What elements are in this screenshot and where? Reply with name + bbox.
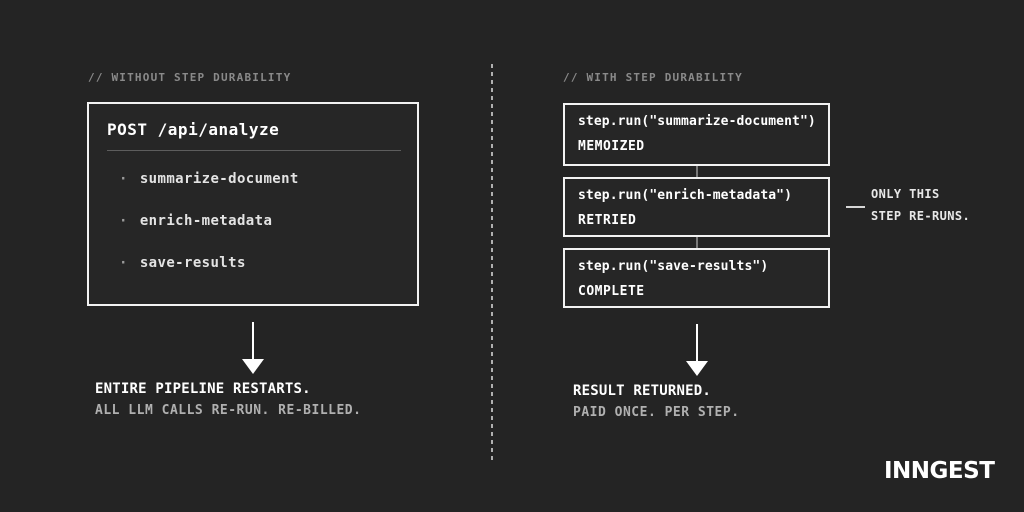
callout-leader-line: [846, 206, 865, 208]
list-item: · save-results: [119, 255, 246, 271]
right-column-header: // WITH STEP DURABILITY: [563, 71, 743, 84]
pipeline-box-divider: [107, 150, 401, 151]
bullet-icon: ·: [119, 255, 128, 271]
bullet-icon: ·: [119, 213, 128, 229]
list-item-label: enrich-metadata: [139, 213, 273, 229]
pipeline-endpoint-title: POST /api/analyze: [107, 120, 280, 139]
left-result-title: ENTIRE PIPELINE RESTARTS.: [95, 381, 311, 397]
center-dotted-divider: [491, 64, 493, 464]
step-box-retried: step.run("enrich-metadata") RETRIED: [563, 177, 830, 237]
step-code: step.run("enrich-metadata"): [578, 188, 793, 203]
list-item-label: summarize-document: [139, 171, 299, 187]
step-status: MEMOIZED: [578, 139, 645, 154]
list-item-label: save-results: [139, 255, 246, 271]
step-status: RETRIED: [578, 213, 637, 228]
step-code: step.run("summarize-document"): [578, 114, 816, 129]
step-connector-line: [696, 237, 698, 248]
list-item: · summarize-document: [119, 171, 299, 187]
down-arrow-icon: [242, 322, 264, 374]
inngest-logo: INNGEST: [884, 458, 995, 484]
left-result-subtitle: ALL LLM CALLS RE-RUN. RE-BILLED.: [95, 403, 362, 418]
arrow-head: [242, 359, 264, 374]
arrow-head: [686, 361, 708, 376]
left-column-header: // WITHOUT STEP DURABILITY: [88, 71, 292, 84]
step-status: COMPLETE: [578, 284, 645, 299]
callout-text-line1: ONLY THIS: [871, 187, 940, 201]
bullet-icon: ·: [119, 171, 128, 187]
arrow-stem: [252, 322, 254, 360]
step-box-memoized: step.run("summarize-document") MEMOIZED: [563, 103, 830, 166]
down-arrow-icon: [686, 324, 708, 376]
step-box-complete: step.run("save-results") COMPLETE: [563, 248, 830, 308]
arrow-stem: [696, 324, 698, 362]
pipeline-box: POST /api/analyze · summarize-document · e…: [87, 102, 419, 306]
right-result-subtitle: PAID ONCE. PER STEP.: [573, 405, 740, 420]
list-item: · enrich-metadata: [119, 213, 272, 229]
callout-text-line2: STEP RE-RUNS.: [871, 209, 971, 223]
right-result-title: RESULT RETURNED.: [573, 383, 712, 399]
step-connector-line: [696, 166, 698, 177]
step-code: step.run("save-results"): [578, 259, 769, 274]
